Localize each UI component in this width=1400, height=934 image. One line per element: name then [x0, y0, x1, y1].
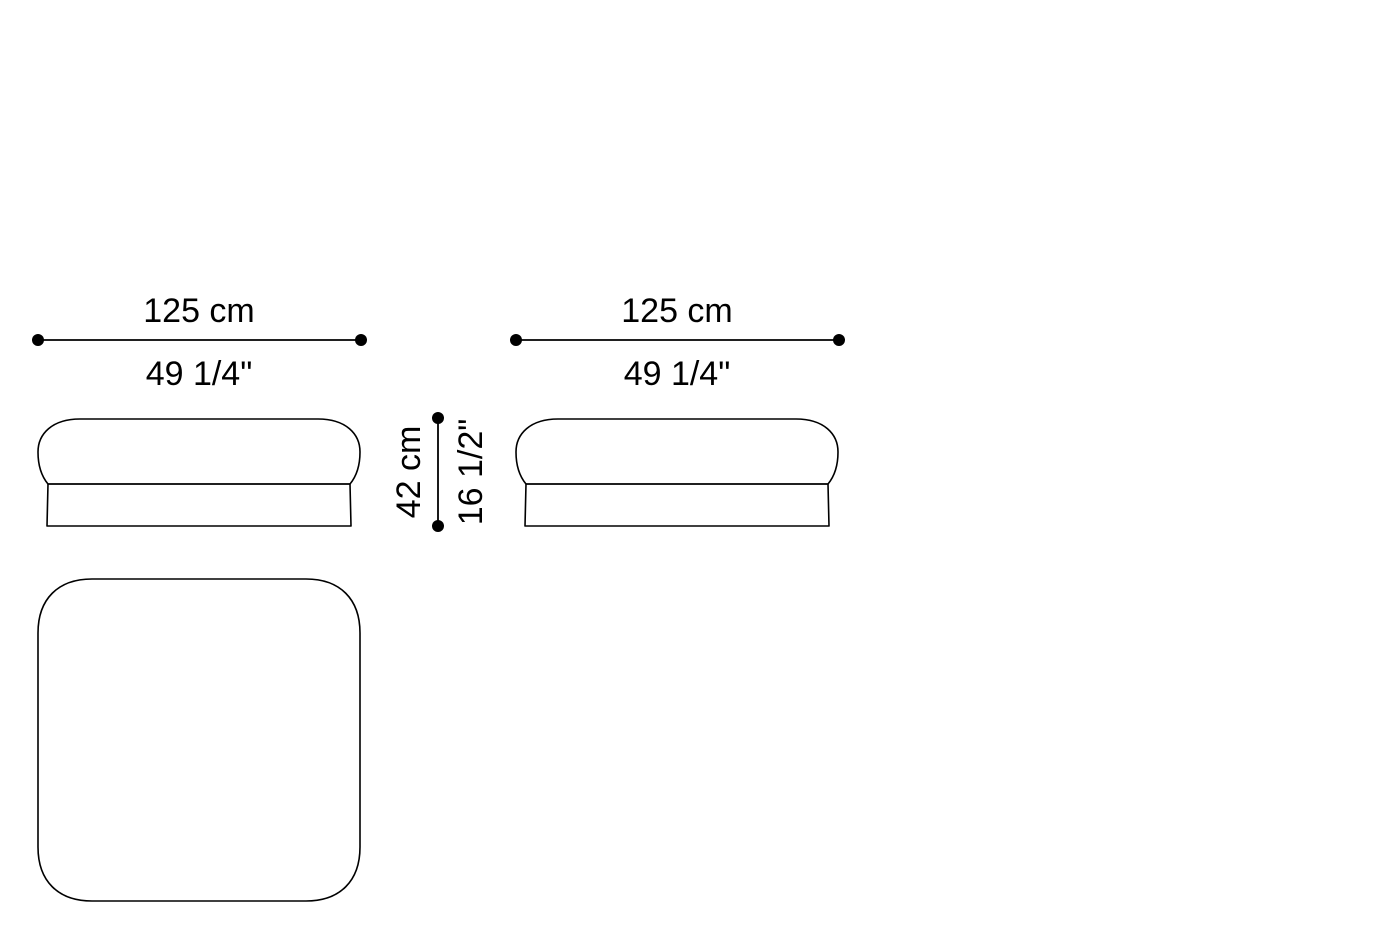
front-width-metric-label: 125 cm: [143, 292, 255, 330]
height-top-dot: [432, 412, 444, 424]
front-width-end-dot: [355, 334, 367, 346]
side-width-metric-label: 125 cm: [621, 292, 733, 330]
side-cushion-outline: [515, 418, 839, 485]
front-cushion-outline: [37, 418, 361, 485]
height-metric-label: 42 cm: [390, 426, 428, 519]
height-dimension: 42 cm 16 1/2": [390, 412, 490, 532]
front-elevation-view: [37, 418, 361, 527]
side-width-start-dot: [510, 334, 522, 346]
front-width-imperial-label: 49 1/4": [146, 355, 253, 393]
height-imperial-label: 16 1/2": [452, 419, 490, 526]
top-plan-view: [37, 578, 361, 902]
side-width-imperial-label: 49 1/4": [624, 355, 731, 393]
side-width-dimension: 125 cm 49 1/4": [510, 292, 845, 393]
top-plan-outline: [37, 578, 361, 902]
front-width-dimension: 125 cm 49 1/4": [32, 292, 367, 393]
side-elevation-view: [515, 418, 839, 527]
side-width-end-dot: [833, 334, 845, 346]
front-base-outline: [46, 483, 352, 527]
side-base-outline: [524, 483, 830, 527]
front-width-start-dot: [32, 334, 44, 346]
height-bottom-dot: [432, 520, 444, 532]
